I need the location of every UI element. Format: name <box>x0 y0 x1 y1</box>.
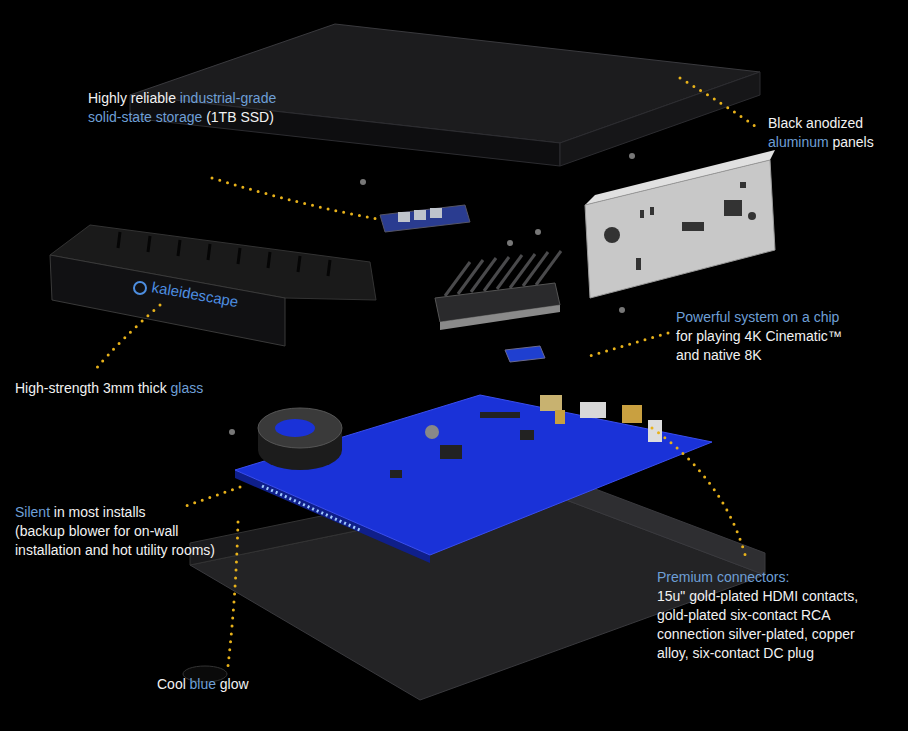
callout-label: Powerful system on a chip <box>676 309 839 325</box>
glass-vents <box>118 232 330 276</box>
callout-label: glass <box>170 380 203 396</box>
callout-label: in most installs <box>54 504 146 520</box>
callout-text: Black anodized aluminumpanels <box>768 114 874 152</box>
callout-line: (backup blower for on-wall <box>15 522 215 541</box>
ssd <box>380 205 470 232</box>
callout-label: panels <box>832 134 873 150</box>
callout-line: aluminumpanels <box>768 133 874 152</box>
callout-label: (backup blower for on-wall <box>15 523 178 539</box>
callout-label: solid-state storage <box>88 109 202 125</box>
callout-line: Black anodized <box>768 114 874 133</box>
callout-text: Powerful system on a chip for playing 4K … <box>676 308 842 365</box>
callout-label: and native 8K <box>676 347 762 363</box>
callout-label: 15u" gold-plated HDMI contacts, <box>657 588 858 604</box>
callout-label: industrial-grade <box>180 90 277 106</box>
callout-line: solid-state storage(1TB SSD) <box>88 108 276 127</box>
callout-label: installation and hot utility rooms) <box>15 542 215 558</box>
callout-line: Coolblueglow <box>157 675 249 694</box>
callout-line: alloy, six-contact DC plug <box>657 644 858 663</box>
callout-line: Premium connectors: <box>657 568 858 587</box>
callout-line: Powerful system on a chip <box>676 308 842 327</box>
callout-text: Coolblueglow <box>157 675 249 694</box>
callout-label: (1TB SSD) <box>206 109 274 125</box>
heatsink-fins <box>445 251 561 296</box>
pcb <box>235 395 712 555</box>
logo-icon <box>134 282 146 294</box>
back-panel <box>585 160 775 298</box>
callout-label: alloy, six-contact DC plug <box>657 645 814 661</box>
callout-line: for playing 4K Cinematic™ <box>676 327 842 346</box>
callout-label: Premium connectors: <box>657 569 789 585</box>
ssd-chips <box>398 208 442 222</box>
callout-line: gold-plated six-contact RCA <box>657 606 858 625</box>
back-panel-ports <box>604 182 756 270</box>
callout-line: and native 8K <box>676 346 842 365</box>
callout-line: Silentin most installs <box>15 503 215 522</box>
callout-text: Premium connectors: 15u" gold-plated HDMI… <box>657 568 858 663</box>
callout-line: 15u" gold-plated HDMI contacts, <box>657 587 858 606</box>
soc-chip <box>505 346 545 362</box>
callout-label: for playing 4K Cinematic™ <box>676 328 842 344</box>
callout-label: Black anodized <box>768 115 863 131</box>
callout-line: connection silver-plated, copper <box>657 625 858 644</box>
callout-text: Highly reliableindustrial-gradesolid-sta… <box>88 89 276 127</box>
callout-line: installation and hot utility rooms) <box>15 541 215 560</box>
callout-label: blue <box>190 676 216 692</box>
callout-label: Highly reliable <box>88 90 176 106</box>
callout-line: Highly reliableindustrial-grade <box>88 89 276 108</box>
pcb-components <box>390 412 534 478</box>
blower <box>258 408 342 470</box>
callout-text: High-strength 3mm thickglass <box>15 379 203 398</box>
callout-text: Silentin most installs(backup blower for… <box>15 503 215 560</box>
callout-label: High-strength 3mm thick <box>15 380 167 396</box>
callout-label: aluminum <box>768 134 829 150</box>
leader-dots <box>95 78 755 666</box>
blue-led-strip <box>262 486 360 530</box>
front-glass <box>50 255 285 346</box>
callout-label: Cool <box>157 676 186 692</box>
callout-label: Silent <box>15 504 50 520</box>
heatsink-base <box>440 305 560 330</box>
connectors <box>540 395 662 442</box>
callout-label: glow <box>220 676 249 692</box>
callout-label: gold-plated six-contact RCA <box>657 607 831 623</box>
callout-label: connection silver-plated, copper <box>657 626 855 642</box>
lid-flange <box>560 72 760 166</box>
callout-line: High-strength 3mm thickglass <box>15 379 203 398</box>
